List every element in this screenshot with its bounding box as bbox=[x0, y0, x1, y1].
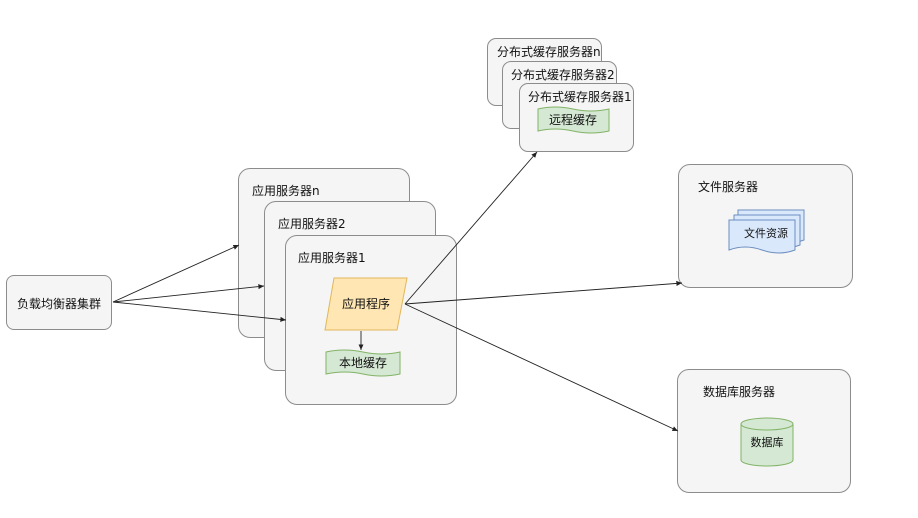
load-balancer-node: 负载均衡器集群 bbox=[6, 275, 112, 330]
arrow-lb-to-app-1 bbox=[112, 301, 287, 322]
application-program-label: 应用程序 bbox=[342, 296, 390, 311]
app-server-1-label: 应用服务器1 bbox=[298, 251, 366, 265]
database-label: 数据库 bbox=[751, 435, 784, 449]
local-cache-label: 本地缓存 bbox=[339, 356, 387, 370]
cache-server-n-label: 分布式缓存服务器n bbox=[497, 45, 601, 59]
remote-cache-label: 远程缓存 bbox=[549, 112, 597, 127]
file-resources-shape bbox=[728, 209, 805, 254]
database-server-label: 数据库服务器 bbox=[703, 385, 776, 399]
application-program-shape bbox=[324, 277, 408, 331]
load-balancer-label: 负载均衡器集群 bbox=[16, 297, 101, 311]
connectors bbox=[112, 151, 683, 432]
arrow-program-to-cache-server bbox=[404, 151, 538, 305]
local-cache-shape bbox=[325, 349, 401, 377]
arrow-program-to-file-server bbox=[404, 280, 683, 305]
app-server-2-label: 应用服务器2 bbox=[278, 217, 346, 231]
arrow-lb-to-app-n bbox=[112, 244, 240, 303]
cache-server-2-label: 分布式缓存服务器2 bbox=[511, 68, 615, 82]
app-server-n-label: 应用服务器n bbox=[252, 184, 320, 198]
arrow-program-to-database-server bbox=[404, 303, 679, 432]
file-resources-label: 文件资源 bbox=[744, 226, 788, 240]
cache-server-1-label: 分布式缓存服务器1 bbox=[528, 90, 632, 104]
arrow-lb-to-app-2 bbox=[112, 284, 265, 303]
database-cylinder-shape bbox=[740, 417, 794, 467]
file-server-label: 文件服务器 bbox=[698, 180, 759, 194]
remote-cache-shape bbox=[537, 106, 610, 134]
